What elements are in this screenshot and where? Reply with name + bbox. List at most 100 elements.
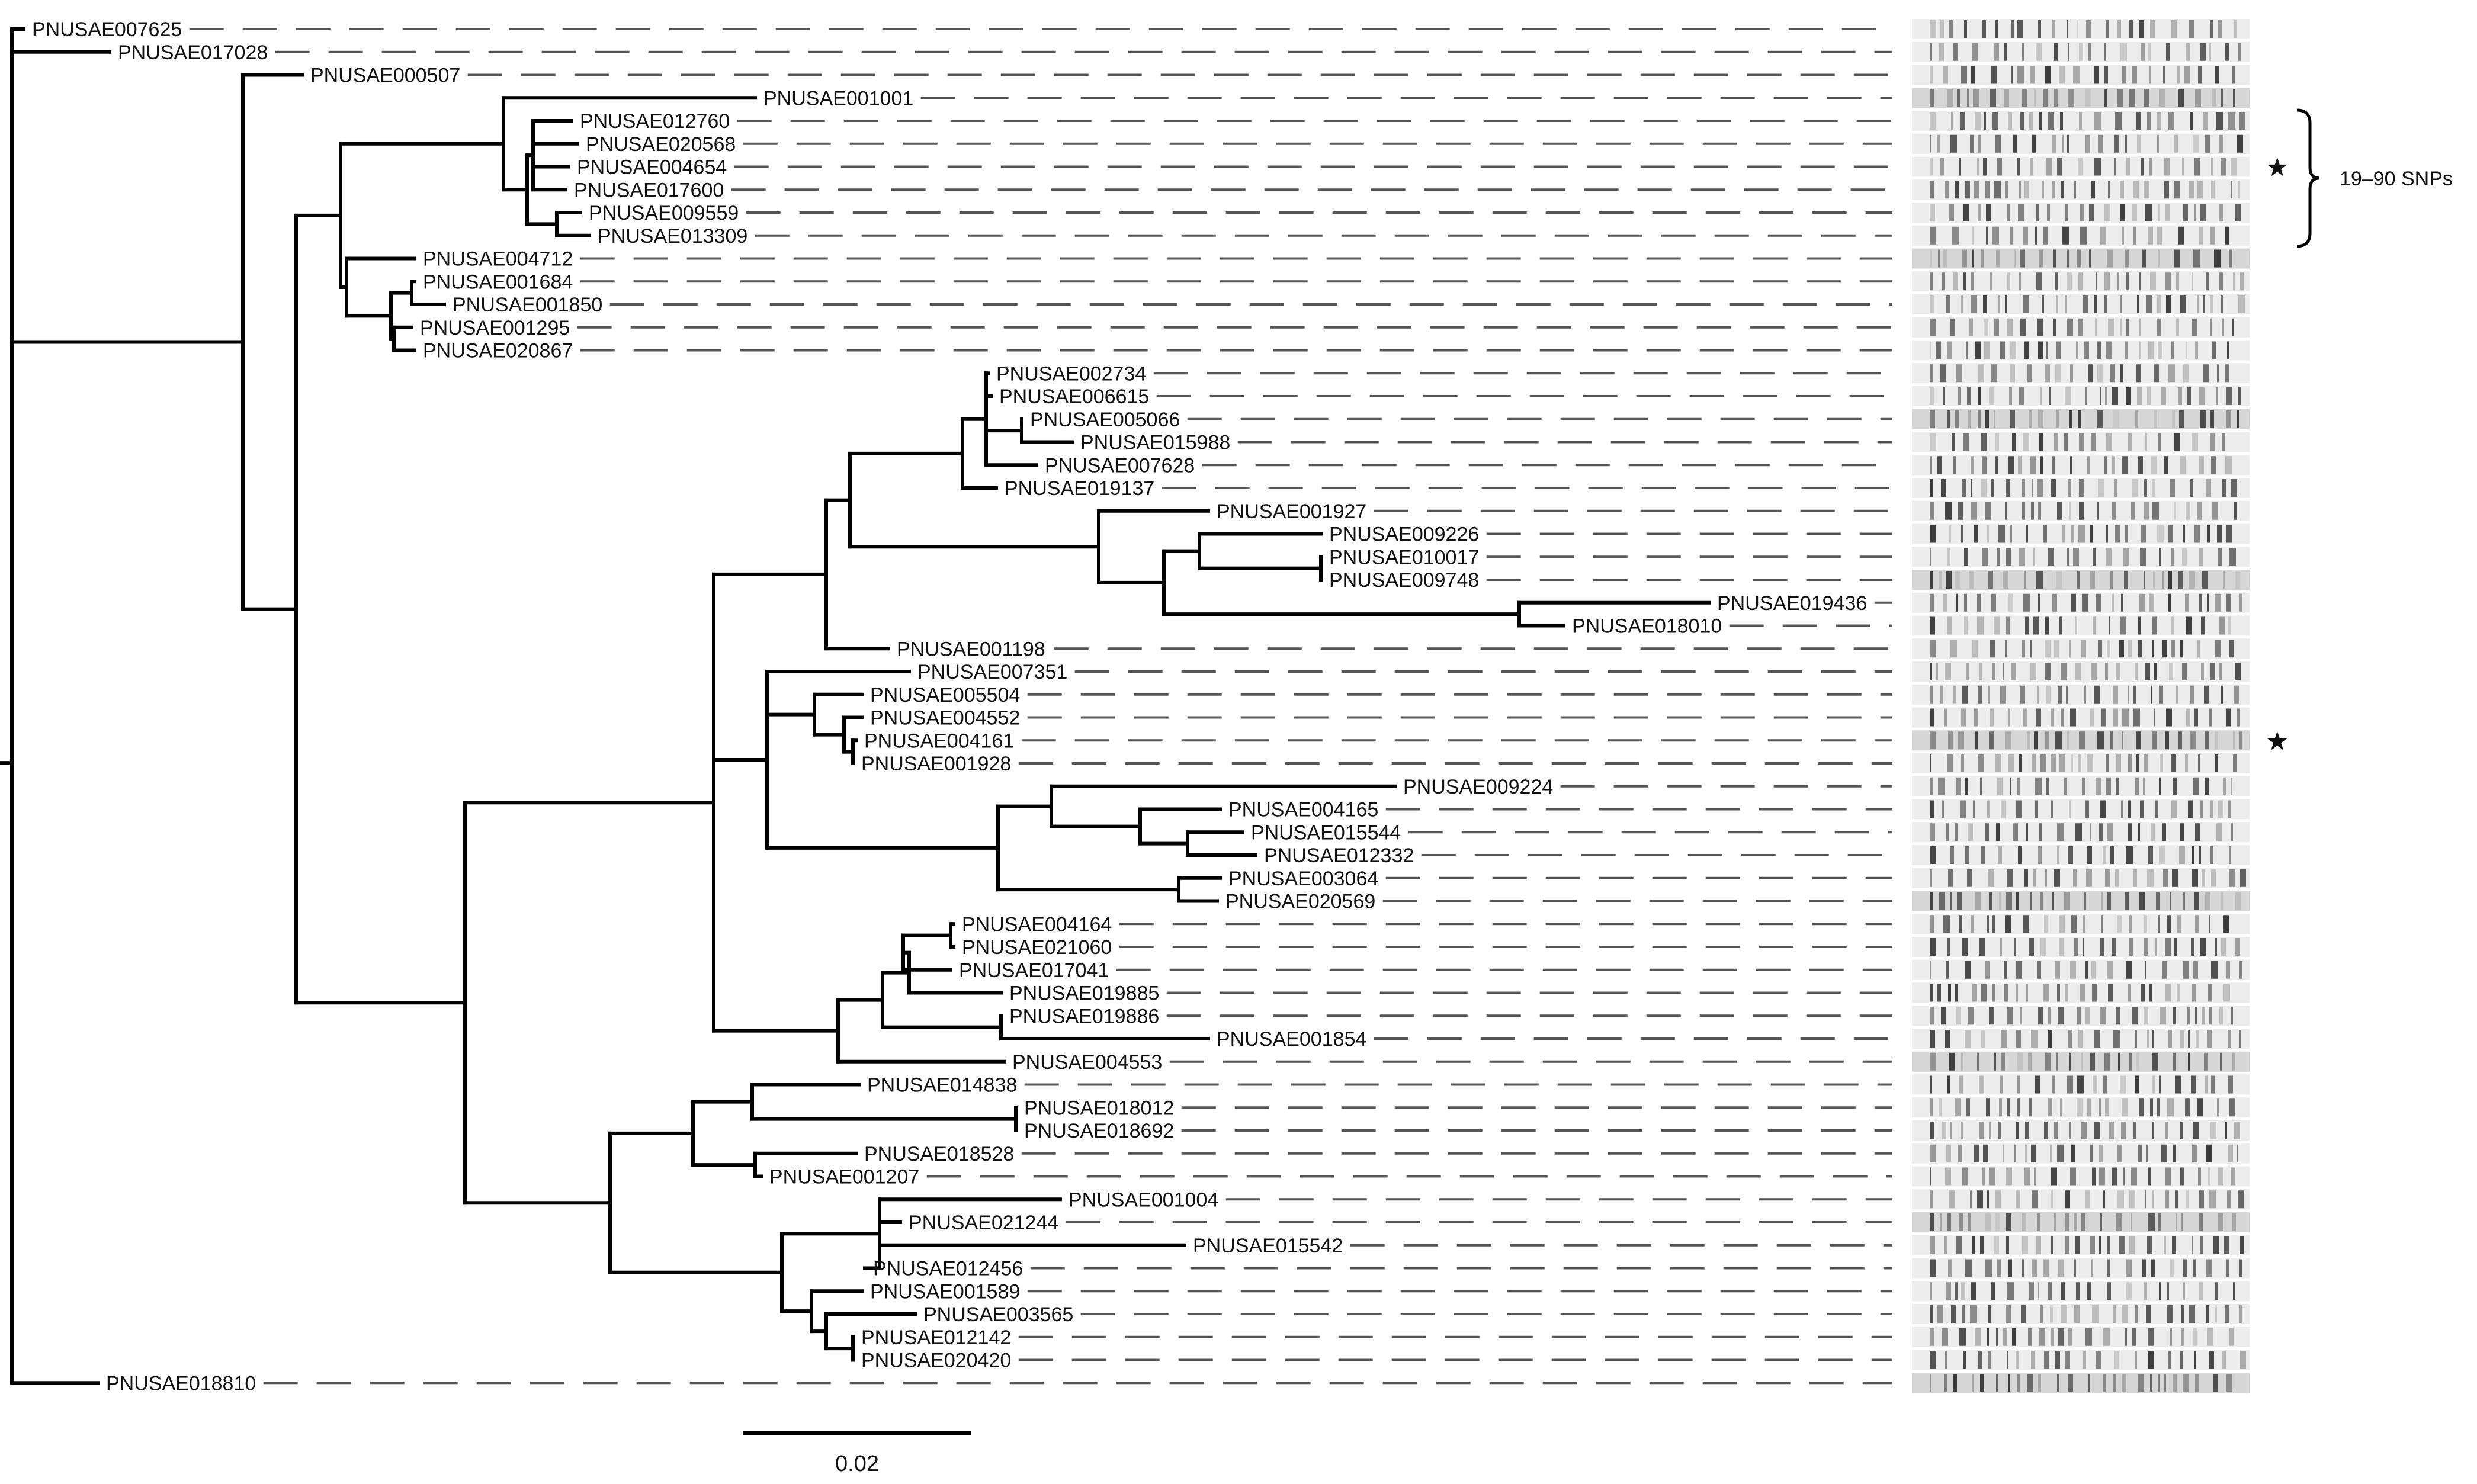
leaf-label: PNUSAE021060 xyxy=(962,936,1112,959)
gel-lane xyxy=(1912,1029,2250,1049)
leaf-label: PNUSAE018528 xyxy=(864,1143,1014,1165)
leaf-label: PNUSAE005504 xyxy=(870,684,1020,706)
leaf-label: PNUSAE001295 xyxy=(420,317,570,339)
gel-lane xyxy=(1912,225,2250,246)
leaf-label: PNUSAE012332 xyxy=(1264,844,1414,867)
annotations: 19–90 SNPs ★★ xyxy=(2266,108,2453,756)
scale-bar-label: 0.02 xyxy=(835,1451,879,1476)
leaf-label: PNUSAE001004 xyxy=(1069,1189,1218,1211)
gel-lane xyxy=(1912,363,2250,384)
gel-lane xyxy=(1912,455,2250,476)
gel-lane xyxy=(1912,615,2250,636)
gel-lane xyxy=(1912,547,2250,567)
leaf-label: PNUSAE006615 xyxy=(999,386,1149,408)
gel-lane xyxy=(1912,1304,2250,1324)
gel-lane xyxy=(1912,65,2250,85)
gel-lane xyxy=(1912,156,2250,177)
leaf-label: PNUSAE002734 xyxy=(996,362,1146,385)
leaf-label: PNUSAE012142 xyxy=(861,1326,1011,1349)
gel-lane xyxy=(1912,523,2250,544)
gel-lane xyxy=(1912,1051,2250,1072)
leaf-label: PNUSAE004712 xyxy=(423,248,573,271)
pfge-gel-panel xyxy=(1912,19,2250,1393)
leaf-label: PNUSAE007628 xyxy=(1045,454,1195,477)
gel-lane xyxy=(1912,959,2250,980)
leaf-label: PNUSAE015542 xyxy=(1193,1235,1343,1257)
leaf-label: PNUSAE015988 xyxy=(1080,432,1230,454)
leaf-label: PNUSAE018010 xyxy=(1572,615,1722,638)
leaf-label: PNUSAE017028 xyxy=(118,41,268,64)
leaf-label: PNUSAE004161 xyxy=(864,730,1014,752)
leaf-label: PNUSAE019137 xyxy=(1005,477,1154,500)
leaf-label: PNUSAE021244 xyxy=(909,1212,1058,1234)
leaf-label: PNUSAE004165 xyxy=(1228,799,1378,821)
gel-lane xyxy=(1912,1006,2250,1026)
leaf-label: PNUSAE001001 xyxy=(763,87,913,110)
gel-lane xyxy=(1912,203,2250,223)
leaf-label: PNUSAE009559 xyxy=(589,202,739,224)
gel-lane xyxy=(1912,684,2250,705)
gel-lane xyxy=(1912,982,2250,1003)
gel-lane xyxy=(1912,386,2250,406)
leaf-label: PNUSAE004654 xyxy=(577,156,727,179)
leaf-label: PNUSAE020568 xyxy=(586,133,736,156)
leaf-label: PNUSAE001589 xyxy=(870,1280,1020,1303)
leaf-label: PNUSAE001684 xyxy=(423,271,573,293)
leaf-label: PNUSAE009224 xyxy=(1403,776,1553,798)
leaf-label: PNUSAE018810 xyxy=(106,1372,256,1395)
gel-lane xyxy=(1912,478,2250,498)
leaf-label: PNUSAE004552 xyxy=(870,707,1020,730)
leaf-label: PNUSAE020569 xyxy=(1225,891,1375,913)
gel-lane xyxy=(1912,1143,2250,1164)
leaf-label: PNUSAE007351 xyxy=(917,661,1067,683)
gel-lane xyxy=(1912,1120,2250,1141)
gel-lane xyxy=(1912,776,2250,796)
star-marker: ★ xyxy=(2266,153,2289,182)
gel-lane xyxy=(1912,592,2250,613)
gel-lane xyxy=(1912,707,2250,728)
leaf-label: PNUSAE004553 xyxy=(1012,1051,1162,1074)
leaf-label: PNUSAE012760 xyxy=(580,110,730,133)
gel-lane xyxy=(1912,661,2250,682)
leaf-label: PNUSAE017600 xyxy=(574,179,724,201)
leaf-label: PNUSAE012456 xyxy=(873,1258,1023,1280)
leaf-label: PNUSAE018692 xyxy=(1024,1120,1174,1142)
leaf-label: PNUSAE017041 xyxy=(959,959,1109,982)
leaf-label: PNUSAE019885 xyxy=(1009,982,1159,1005)
tree-branches xyxy=(0,27,1711,1385)
gel-lane xyxy=(1912,868,2250,888)
leaf-label: PNUSAE005066 xyxy=(1030,409,1180,431)
gel-lane xyxy=(1912,638,2250,659)
gel-lane xyxy=(1912,179,2250,200)
gel-lane xyxy=(1912,317,2250,338)
gel-lane xyxy=(1912,753,2250,773)
leaf-label: PNUSAE004164 xyxy=(962,913,1112,936)
gel-lane xyxy=(1912,432,2250,452)
gel-lane xyxy=(1912,937,2250,957)
leaf-label: PNUSAE000507 xyxy=(310,65,460,87)
leaf-label: PNUSAE018012 xyxy=(1024,1097,1174,1119)
gel-lane xyxy=(1912,248,2250,269)
leaf-labels: PNUSAE007625PNUSAE017028PNUSAE000507PNUS… xyxy=(32,18,1867,1395)
gel-lane xyxy=(1912,822,2250,843)
gel-lane xyxy=(1912,730,2250,751)
gel-lane xyxy=(1912,41,2250,62)
leaf-label: PNUSAE001198 xyxy=(897,638,1045,660)
gel-lane xyxy=(1912,799,2250,820)
gel-lane xyxy=(1912,1281,2250,1302)
cluster-bracket xyxy=(2296,108,2320,248)
star-marker: ★ xyxy=(2266,727,2289,756)
gel-lane xyxy=(1912,340,2250,361)
leaf-label: PNUSAE015544 xyxy=(1251,821,1401,844)
leaf-label: PNUSAE013309 xyxy=(598,225,747,248)
leaf-label: PNUSAE019886 xyxy=(1009,1005,1159,1027)
leaf-label: PNUSAE014838 xyxy=(867,1074,1017,1097)
leader-lines xyxy=(189,28,1892,1385)
leaf-label: PNUSAE009226 xyxy=(1329,523,1479,546)
gel-lane xyxy=(1912,111,2250,131)
leaf-label: PNUSAE019436 xyxy=(1717,592,1867,615)
gel-lane xyxy=(1912,570,2250,590)
gel-lane xyxy=(1912,1166,2250,1187)
gel-lane xyxy=(1912,1258,2250,1279)
leaf-label: PNUSAE001928 xyxy=(861,753,1011,775)
